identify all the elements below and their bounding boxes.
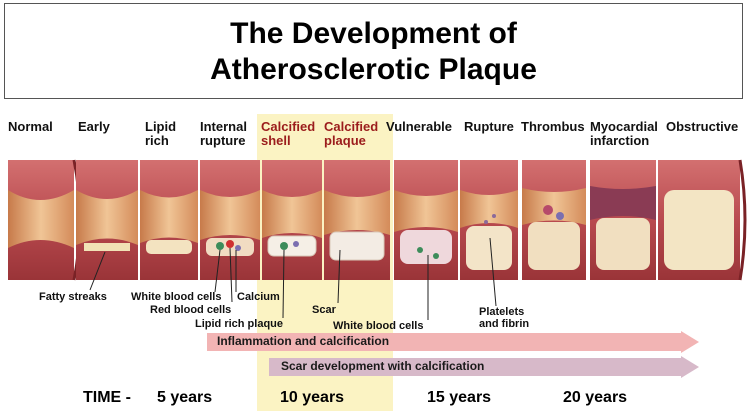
segment-vulnerable <box>394 160 458 280</box>
arrow-inflammation-body <box>207 333 681 351</box>
timeline-label: TIME - <box>83 389 131 406</box>
segment-early <box>76 160 138 280</box>
arrow-inflammation-and-calcification: Inflammation and calcification <box>207 331 699 353</box>
stage-label-vulnerable: Vulnerable <box>386 119 452 134</box>
annotation-white-blood-cells-2: White blood cells <box>333 320 424 332</box>
annotation-white-blood-cells-1: White blood cells <box>131 291 222 303</box>
annotation-lipid-rich-plaque: Lipid rich plaque <box>195 318 284 330</box>
timeline-10-years: 10 years <box>280 389 345 406</box>
title-line-1: The Development of <box>230 17 517 50</box>
annotation-fatty-streaks: Fatty streaks <box>39 291 107 303</box>
segment-calcified-shell <box>262 160 322 280</box>
title-line-2: Atherosclerotic Plaque <box>210 53 537 86</box>
segment-normal <box>8 159 82 281</box>
arrow-inflammation-head <box>681 331 699 353</box>
arrow-scar-label: Scar development with calcification <box>281 359 485 373</box>
title-box: The Development of Atherosclerotic Plaqu… <box>4 3 743 99</box>
stage-label-normal: Normal <box>8 119 53 134</box>
stage-label-early: Early <box>78 119 110 134</box>
segment-rupture <box>460 160 518 280</box>
annotation-pointer-lines <box>89 237 497 320</box>
arrow-inflammation-label: Inflammation and calcification <box>217 334 390 348</box>
segment-myocardial-infarction <box>590 160 656 280</box>
stage-label-thrombus: Thrombus <box>521 119 585 134</box>
annotation-red-blood-cells: Red blood cells <box>150 304 232 316</box>
arrow-scar-body <box>269 358 681 376</box>
segment-obstructive <box>658 159 747 281</box>
segment-lipid-rich <box>140 160 198 280</box>
stage-label-obstructive: Obstructive <box>666 119 739 134</box>
timeline-20-years: 20 years <box>563 389 628 406</box>
arrow-scar-development: Scar development with calcification <box>269 356 699 378</box>
annotation-scar: Scar <box>312 304 336 316</box>
arrow-scar-head <box>681 356 699 378</box>
stage-label-rupture: Rupture <box>464 119 514 134</box>
timeline-5-years: 5 years <box>157 389 213 406</box>
segment-calcified-plaque <box>324 160 390 280</box>
segment-thrombus <box>522 160 586 280</box>
segment-internal-rupture <box>200 160 260 280</box>
annotation-calcium: Calcium <box>237 291 280 303</box>
timeline-15-years: 15 years <box>427 389 492 406</box>
annotation-platelets-and-fibrin: Platelets and fibrin <box>479 306 530 330</box>
